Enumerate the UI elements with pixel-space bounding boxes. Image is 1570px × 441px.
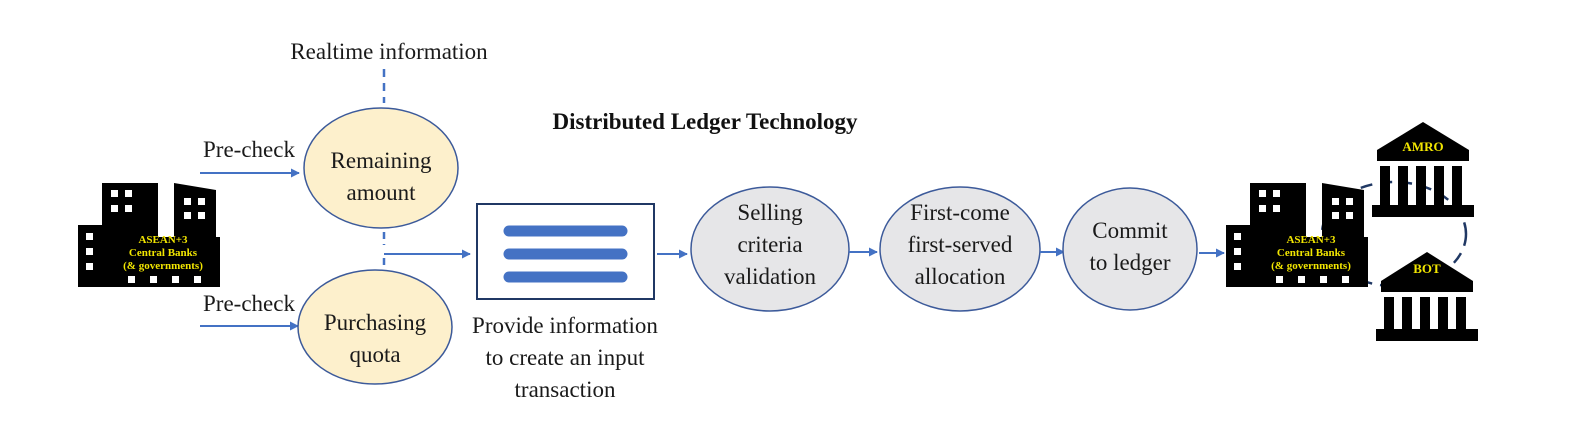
remaining-line1: Remaining	[331, 148, 432, 173]
commit-line2: to ledger	[1089, 250, 1170, 275]
commit-line1: Commit	[1092, 218, 1168, 243]
diagram-title: Distributed Ledger Technology	[553, 109, 858, 134]
bank-right-line1: ASEAN+3	[1286, 234, 1336, 246]
fcfs-allocation-node	[879, 186, 1041, 312]
bank-building-icon: BOT	[1376, 252, 1478, 341]
realtime-information-label: Realtime information	[290, 39, 488, 64]
bank-building-icon: AMRO	[1372, 122, 1474, 217]
remaining-amount-node	[303, 107, 459, 229]
precheck-label-bottom: Pre-check	[203, 291, 295, 316]
remaining-line2: amount	[347, 180, 417, 205]
fcfs-line3: allocation	[915, 264, 1006, 289]
bank-left-line2: Central Banks	[129, 247, 198, 259]
purchasing-quota-node	[297, 269, 453, 385]
fcfs-line2: first-served	[908, 232, 1013, 257]
selling-line1: Selling	[737, 200, 803, 225]
provide-info-line1: Provide information	[472, 313, 658, 338]
office-building-icon: ASEAN+3 Central Banks (& governments)	[78, 183, 220, 287]
selling-line3: validation	[724, 264, 816, 289]
office-building-icon: ASEAN+3 Central Banks (& governments)	[1226, 183, 1368, 287]
selling-criteria-node	[690, 186, 850, 312]
precheck-label-top: Pre-check	[203, 137, 295, 162]
bank-right-line2: Central Banks	[1277, 247, 1346, 259]
bot-label: BOT	[1413, 261, 1441, 276]
amro-label: AMRO	[1402, 139, 1443, 154]
purchasing-line2: quota	[349, 342, 400, 367]
institution-dashed-ring	[1320, 180, 1468, 288]
purchasing-line1: Purchasing	[324, 310, 427, 335]
bank-right-line3: (& governments)	[1271, 260, 1351, 272]
selling-line2: criteria	[737, 232, 802, 257]
bank-left-line3: (& governments)	[123, 260, 203, 272]
fcfs-line1: First-come	[910, 200, 1010, 225]
provide-info-line3: transaction	[515, 377, 616, 402]
bank-left-line1: ASEAN+3	[138, 234, 188, 246]
document-lines-icon	[476, 203, 655, 300]
commit-ledger-node	[1062, 187, 1198, 311]
provide-info-line2: to create an input	[485, 345, 645, 370]
